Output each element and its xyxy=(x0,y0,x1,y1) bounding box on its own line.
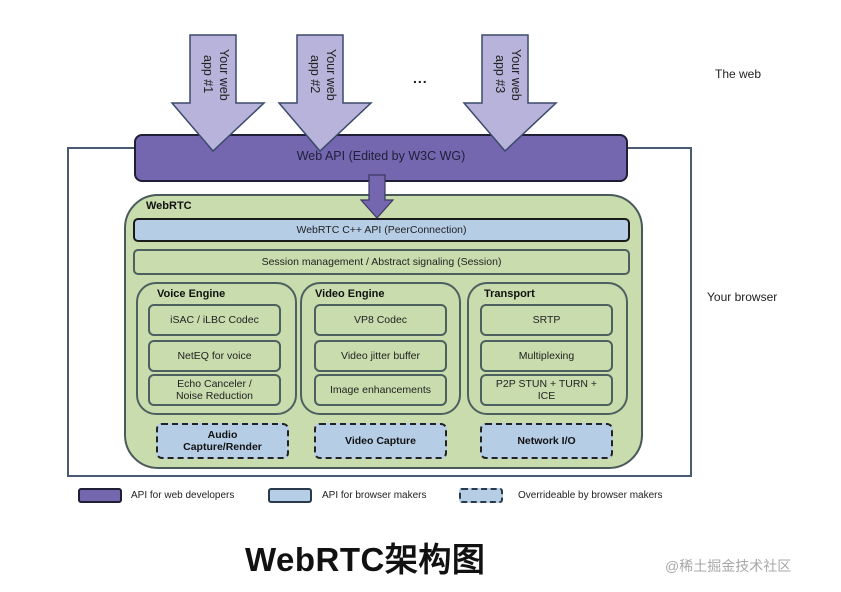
video-capture-box: Video Capture xyxy=(314,423,447,459)
legend-swatch-web-developers xyxy=(78,488,122,503)
diagram-caption: WebRTC架构图 xyxy=(245,541,486,578)
app-arrow-1: Your web app #1 xyxy=(170,34,266,153)
session-label: Session management / Abstract signaling … xyxy=(261,256,502,268)
transport-module-srtp: SRTP xyxy=(480,304,613,336)
app-arrow-2: Your web app #2 xyxy=(277,34,373,153)
the-web-label: The web xyxy=(715,67,762,81)
app-arrow-3-label-line1: Your web xyxy=(509,49,523,101)
your-browser-label: Your browser xyxy=(707,290,778,304)
video-module-jitter-label: Video jitter buffer xyxy=(341,350,420,362)
video-module-image: Image enhancements xyxy=(314,374,447,406)
transport-module-multiplexing-label: Multiplexing xyxy=(518,350,575,362)
transport-module-multiplexing: Multiplexing xyxy=(480,340,613,372)
voice-module-neteq-label: NetEQ for voice xyxy=(177,350,252,362)
cpp-api-label: WebRTC C++ API (PeerConnection) xyxy=(296,224,467,236)
voice-engine-title: Voice Engine xyxy=(157,288,226,300)
watermark: @稀土掘金技术社区 xyxy=(665,558,792,574)
down-arrow-icon xyxy=(360,174,394,219)
webrtc-title: WebRTC xyxy=(146,200,192,212)
web-api-label: Web API (Edited by W3C WG) xyxy=(296,149,466,163)
network-io-label: Network I/O xyxy=(517,435,576,447)
voice-module-neteq: NetEQ for voice xyxy=(148,340,281,372)
network-io-box: Network I/O xyxy=(480,423,613,459)
voice-module-codec-label: iSAC / iLBC Codec xyxy=(170,314,259,326)
cpp-api-bar: WebRTC C++ API (PeerConnection) xyxy=(133,218,630,242)
transport-module-srtp-label: SRTP xyxy=(532,314,561,326)
app-arrow-3-label-line2: app #3 xyxy=(493,55,507,93)
legend-swatch-browser-makers xyxy=(268,488,312,503)
transport-module-p2p-label: P2P STUN + TURN + ICE xyxy=(495,378,598,402)
legend-swatch-overrideable xyxy=(459,488,503,503)
session-bar: Session management / Abstract signaling … xyxy=(133,249,630,275)
legend-label-overrideable: Overrideable by browser makers xyxy=(518,490,663,501)
video-capture-label: Video Capture xyxy=(345,435,416,447)
voice-module-codec: iSAC / iLBC Codec xyxy=(148,304,281,336)
video-module-image-label: Image enhancements xyxy=(330,384,431,396)
video-engine-box xyxy=(300,282,461,415)
video-engine-title: Video Engine xyxy=(315,288,385,300)
video-module-codec-label: VP8 Codec xyxy=(353,314,408,326)
legend-label-browser-makers: API for browser makers xyxy=(322,490,427,501)
app-arrow-2-label-line1: Your web xyxy=(324,49,338,101)
app-arrow-1-label-line2: app #1 xyxy=(201,55,215,93)
app-arrow-1-label-line1: Your web xyxy=(217,49,231,101)
app-arrow-3: Your web app #3 xyxy=(462,34,558,153)
voice-module-echo-label: Echo Canceler / Noise Reduction xyxy=(175,378,254,402)
voice-engine-box xyxy=(136,282,297,415)
voice-module-echo: Echo Canceler / Noise Reduction xyxy=(148,374,281,406)
audio-capture-label: Audio Capture/Render xyxy=(183,429,262,453)
app-arrow-2-label-line2: app #2 xyxy=(308,55,322,93)
transport-title: Transport xyxy=(484,288,535,300)
legend-label-web-developers: API for web developers xyxy=(131,490,235,501)
video-module-jitter: Video jitter buffer xyxy=(314,340,447,372)
more-apps-ellipsis: ... xyxy=(413,70,428,86)
transport-box xyxy=(467,282,628,415)
transport-module-p2p: P2P STUN + TURN + ICE xyxy=(480,374,613,406)
audio-capture-box: Audio Capture/Render xyxy=(156,423,289,459)
video-module-codec: VP8 Codec xyxy=(314,304,447,336)
